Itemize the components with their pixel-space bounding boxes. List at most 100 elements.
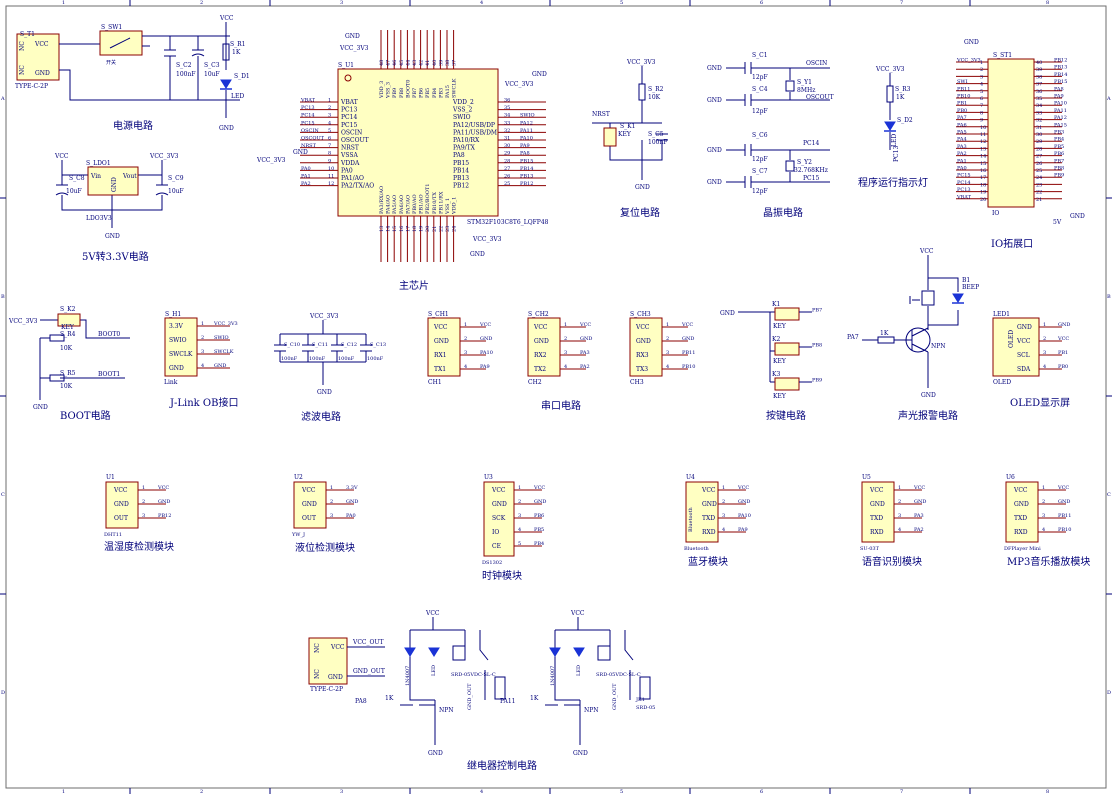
- module-net: PA9: [738, 527, 748, 533]
- relay-q: NPN: [439, 707, 454, 714]
- key-button[interactable]: [774, 307, 800, 321]
- border-row-left: B: [1, 294, 5, 300]
- io-right-pin-num: 38: [1036, 74, 1042, 80]
- mcu-right-net: PB15: [520, 158, 533, 164]
- relay-vcc: VCC: [425, 610, 440, 617]
- module-pin-num: 1: [518, 485, 521, 491]
- io-left-net: VCC_3V3: [956, 58, 981, 64]
- ldo-part: LDO3V3: [86, 215, 112, 222]
- mcu-top-pins: VDD_348VSS_347PB946PB845BOOT044PB743PB64…: [379, 30, 458, 99]
- key-val: KEY: [773, 393, 787, 400]
- io-left-pin-num: 5: [980, 89, 983, 95]
- border-col-bottom: 1: [62, 789, 65, 794]
- oled-part: OLED: [993, 379, 1011, 386]
- filter-cap-val: 100nF: [309, 356, 326, 362]
- mcu-bottom-pin-num: 13: [379, 226, 385, 232]
- y2-ref: S_Y2: [797, 159, 812, 166]
- oled-side: OLED: [1008, 330, 1015, 348]
- c1-ref: S_C1: [752, 52, 768, 59]
- section-title-dht: 温湿度检测模块: [104, 540, 174, 553]
- crystal-pc15: PC15: [803, 175, 819, 182]
- jlink-pin-num: 2: [201, 335, 204, 341]
- relay-t-vcc: VCC: [330, 644, 345, 651]
- module-side-label: Bluetooth: [688, 507, 694, 532]
- section-title-level: 液位检测模块: [295, 541, 355, 554]
- relay-typec: [308, 637, 348, 685]
- uart-net: VCC: [681, 322, 693, 328]
- io-left-net: PC15: [957, 173, 971, 179]
- crystal-gnd-4: GND: [707, 179, 722, 186]
- mcu-right-pin-name: PA10/RX: [453, 137, 480, 144]
- io-ref: S_ST1: [993, 52, 1012, 59]
- border-col-top: 8: [1046, 0, 1049, 6]
- power-led: [220, 79, 232, 89]
- r3-val: 1K: [896, 94, 905, 101]
- module-pin-num: 3: [898, 513, 901, 519]
- relay-flyback-diode: [549, 647, 561, 657]
- mcu-top-pin-num: 43: [412, 60, 418, 66]
- uart-header: [527, 317, 561, 377]
- relay-part-label: SRD-05VDC-SL-C: [596, 672, 641, 678]
- jlink-header: [164, 317, 198, 377]
- key-button[interactable]: [774, 342, 800, 356]
- crystal-gnd-1: GND: [707, 65, 722, 72]
- border-col-top: 2: [200, 0, 203, 6]
- io-right-pin-num: 23: [1036, 182, 1042, 188]
- module-pin-name: VCC: [491, 487, 506, 494]
- buzzer-led: [952, 293, 964, 303]
- section-title-bt: 蓝牙模块: [688, 556, 728, 568]
- module-pin-num: 2: [1042, 499, 1045, 505]
- reset-key[interactable]: [603, 127, 617, 147]
- filter-circuit: VCC_3V3 S_C10100nFS_C11100nFS_C12100nFS_…: [274, 313, 386, 423]
- mcu-bottom-pin-num: 15: [392, 226, 398, 232]
- io-right-pin-num: 28: [1036, 146, 1042, 152]
- io-left-net: PB10: [957, 94, 970, 100]
- mcu-right-pin-name: VDD_2: [452, 99, 474, 106]
- module-pin-name: TXD: [1014, 515, 1027, 522]
- mcu-left-net: PC14: [301, 113, 315, 119]
- mcu-top-pin-num: 39: [438, 60, 444, 66]
- io-right-pin-num: 26: [1036, 161, 1042, 167]
- io-left-net: PA3: [957, 144, 967, 150]
- module-pin-name: OUT: [114, 515, 128, 522]
- module-pin-num: 3: [142, 513, 145, 519]
- mcu-bottom-pin-name: PB10/TX: [432, 192, 438, 214]
- uart-net: PB11: [682, 350, 695, 356]
- mcu-bottom-pin-name: PB0/AO: [412, 194, 418, 214]
- io-right-net: PB13: [1054, 65, 1067, 71]
- io-right-net: PB5: [1054, 144, 1064, 150]
- mcu-right-net: PA8: [520, 151, 530, 157]
- module-pin-num: 4: [722, 527, 725, 533]
- io-left-pin-num: 1: [980, 60, 983, 66]
- mcu-top-pin-name: PB9: [392, 88, 398, 98]
- uart-pin-num: 1: [666, 322, 669, 328]
- key-button[interactable]: [774, 377, 800, 391]
- mcu-bottom-pin-name: PA6/AO: [399, 195, 405, 214]
- mcu-gnd-bottom: GND: [470, 251, 485, 258]
- uart-pin-name: GND: [534, 338, 549, 345]
- io-right-pin-num: 37: [1036, 82, 1042, 88]
- reset-circuit: VCC_3V3 S_R2 10K NRST S_K1 KEY S_C5 100n…: [592, 59, 668, 219]
- run-led-net: PC13: [893, 146, 900, 162]
- module-net: GND: [738, 499, 750, 505]
- io-right-pin-num: 25: [1036, 168, 1042, 174]
- section-title-jlink: J-Link OB接口: [169, 396, 238, 409]
- mcu-left-pin-num: 4: [328, 120, 331, 126]
- io-left-pin-num: 14: [980, 154, 986, 160]
- mcu-bottom-pin-num: 21: [432, 226, 438, 232]
- key-ref: K3: [772, 371, 780, 378]
- mcu-top-pin-name: PB3: [438, 88, 444, 98]
- module-ref: U6: [1006, 474, 1015, 481]
- relay-t-nc2: NC: [314, 669, 321, 679]
- boot-key[interactable]: [57, 313, 81, 327]
- module-net: PB11: [1058, 513, 1071, 519]
- module-body: [293, 481, 327, 529]
- boot-vcc3: VCC_3V3: [8, 318, 38, 325]
- io-left-net: PA7: [957, 115, 967, 121]
- relay-gnd: GND: [573, 750, 588, 757]
- border-col-top: 3: [340, 0, 343, 6]
- c7-val: 12pF: [752, 188, 768, 195]
